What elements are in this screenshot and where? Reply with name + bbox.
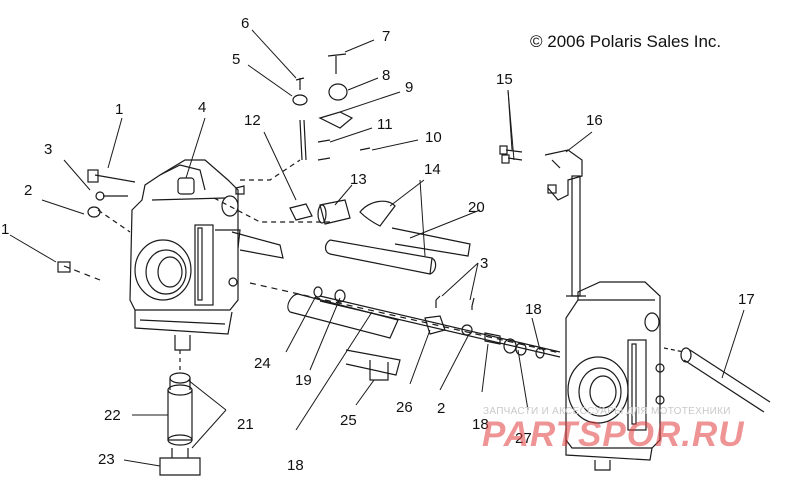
- callout-label: 2: [24, 182, 33, 199]
- bracket-16: [544, 149, 586, 297]
- callout-label: 26: [396, 399, 413, 416]
- callout-label: 22: [104, 407, 121, 424]
- left-screws: [57, 169, 136, 281]
- callout-label: 14: [424, 161, 441, 178]
- fuel-hose-17: [663, 347, 771, 413]
- callout-label: 3: [44, 141, 53, 158]
- callout-label: 20: [468, 199, 485, 216]
- callout-label: 8: [382, 67, 391, 84]
- callout-label: 2: [437, 400, 446, 417]
- callout-label: 12: [244, 112, 261, 129]
- callout-label: 3: [480, 255, 489, 272]
- copyright-notice: © 2006 Polaris Sales Inc.: [530, 32, 722, 51]
- screws-15: [499, 145, 557, 194]
- callout-label: 27: [515, 430, 532, 447]
- callout-label: 13: [350, 171, 367, 188]
- callout-label: 15: [496, 71, 513, 88]
- callout-label: 25: [340, 412, 357, 429]
- callout-label: 9: [405, 79, 414, 96]
- vent-tube-19: [287, 293, 401, 381]
- hose-parts: [159, 350, 201, 476]
- parts-5-12: [213, 53, 371, 223]
- callout-label: 17: [738, 291, 755, 308]
- callout-label: 18: [287, 457, 304, 474]
- watermark-tagline: ЗАПЧАСТИ И АКСЕССУАРЫ ДЛЯ МОТОТЕХНИКИ: [483, 406, 731, 417]
- callout-label: 24: [254, 355, 271, 372]
- leader-lines: [9, 29, 745, 467]
- callout-label: 5: [232, 51, 241, 68]
- callout-label: 18: [472, 416, 489, 433]
- callout-label: 4: [198, 99, 207, 116]
- left-carburetor: [129, 159, 284, 351]
- callout-label: 11: [377, 116, 393, 133]
- callout-label: 23: [98, 451, 115, 468]
- callout-label: 16: [586, 112, 603, 129]
- callout-label: 1: [115, 101, 124, 118]
- right-carburetor: [565, 281, 665, 471]
- callout-label: 21: [237, 416, 254, 433]
- callout-label: 18: [525, 301, 542, 318]
- callout-label: 7: [382, 28, 391, 45]
- vent-tube-20: [324, 227, 471, 275]
- callout-label: 10: [425, 129, 442, 146]
- callout-label: 19: [295, 372, 312, 389]
- parts-13-14: [317, 199, 396, 227]
- watermark-logo: PARTSPOR.RU: [482, 415, 745, 454]
- callout-label: 1: [1, 221, 10, 238]
- callout-label: 6: [241, 15, 250, 32]
